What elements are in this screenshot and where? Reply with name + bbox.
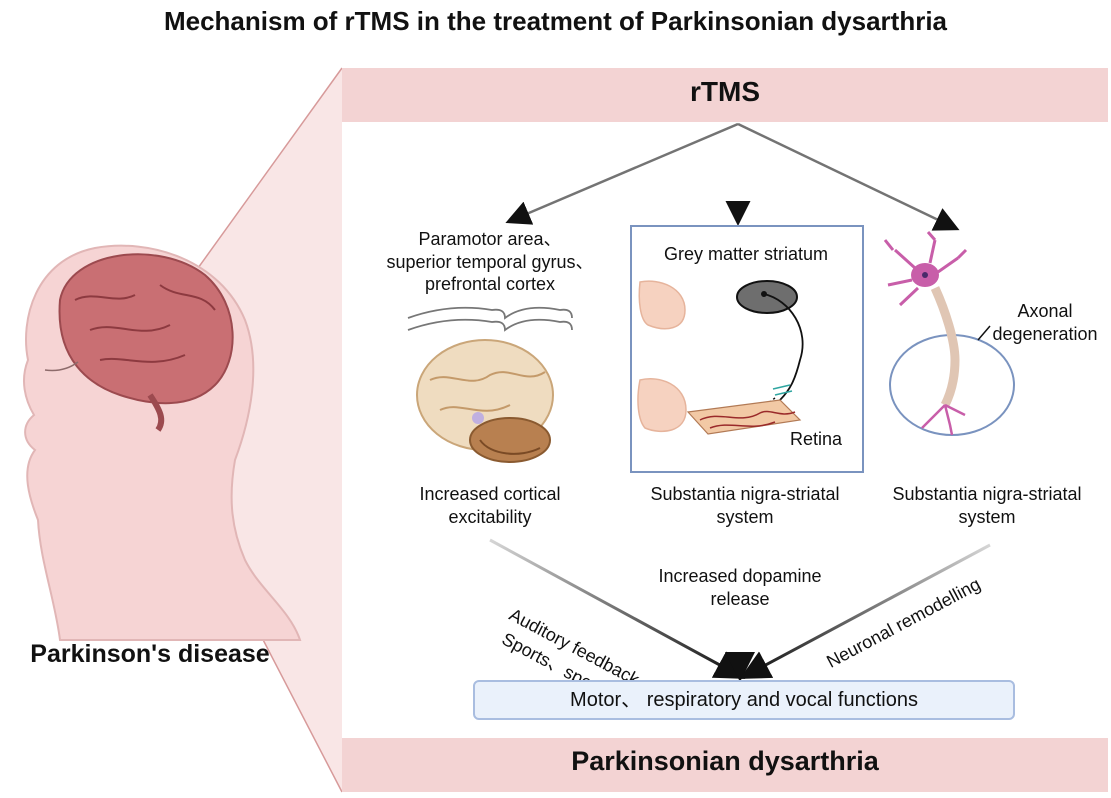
zoom-funnel: [175, 68, 342, 792]
effect-line: system: [716, 506, 774, 527]
cortical-effect-label: Increased cortical excitability: [380, 483, 600, 528]
middle-effect-label: Substantia nigra-striatal system: [620, 483, 870, 528]
parkinsons-label: Parkinson's disease: [30, 640, 270, 668]
effect-line: Substantia nigra-striatal: [650, 484, 840, 504]
striatum-box-title: Grey matter striatum: [663, 244, 829, 264]
area-temporal: superior temporal gyrus、: [386, 251, 594, 272]
dopamine-line: release: [710, 588, 770, 609]
right-effect-label: Substantia nigra-striatal system: [872, 483, 1102, 528]
effect-line: system: [958, 506, 1016, 527]
head-silhouette: [23, 244, 302, 641]
figure-title: Mechanism of rTMS in the treatment of Pa…: [163, 6, 948, 36]
effect-line: Substantia nigra-striatal: [892, 484, 1082, 504]
rtms-heading: rTMS: [690, 76, 760, 107]
cortical-areas-label: Paramotor area、 superior temporal gyrus、…: [360, 228, 620, 296]
axonal-line: Axonal: [1017, 301, 1073, 321]
rtms-band: [342, 68, 1108, 122]
axonal-degeneration-label: Axonal degeneration: [985, 300, 1105, 345]
retina-label: Retina: [790, 429, 843, 449]
dysarthria-heading: Parkinsonian dysarthria: [571, 746, 879, 776]
axonal-line: degeneration: [992, 323, 1098, 344]
dopamine-line: Increased dopamine: [658, 566, 822, 586]
area-paramotor: Paramotor area、: [418, 229, 562, 249]
dopamine-label: Increased dopamine release: [640, 565, 840, 610]
effect-line: excitability: [448, 506, 532, 527]
dysarthria-band: [342, 738, 1108, 792]
area-prefrontal: prefrontal cortex: [424, 274, 556, 294]
functions-box: Motor、 respiratory and vocal functions: [473, 680, 1015, 720]
effect-line: Increased cortical: [419, 484, 561, 504]
